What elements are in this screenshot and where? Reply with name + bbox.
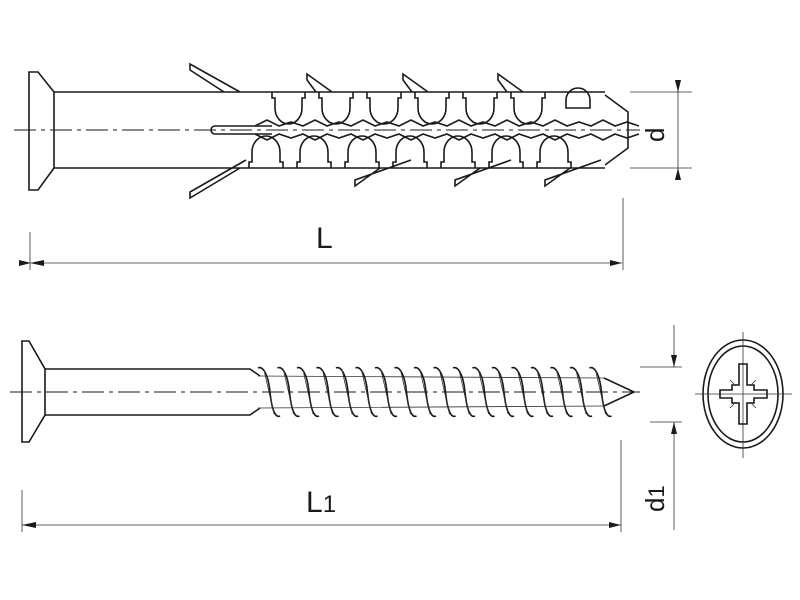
anchor-pocket-top: [414, 92, 450, 125]
anchor-barb-top: [402, 72, 429, 93]
screw-thread-turn: [550, 366, 573, 418]
anchor-barb-bottom: [354, 159, 412, 188]
screw-thread-turn: [277, 366, 300, 418]
screw-root-line: [257, 375, 605, 409]
screw-thread-turn: [472, 366, 495, 418]
screw-thread-flank: [575, 369, 587, 415]
screw-thread-flank: [419, 369, 431, 415]
screw-thread-flank: [283, 369, 294, 415]
screw-thread-turn: [433, 366, 456, 418]
screw-head-end-view: [695, 332, 792, 458]
screw-thread-flank: [497, 369, 509, 415]
screw-thread-turn: [413, 366, 437, 418]
screw-thread-flank: [263, 369, 275, 415]
screw-thread-turn: [511, 366, 534, 418]
anchor-pocket-top: [271, 92, 306, 125]
anchor-segments: [248, 87, 640, 169]
anchor-expansion-zigzag: [254, 133, 640, 141]
screw-thread-turn: [491, 366, 515, 418]
anchor-pocket-bottom: [392, 135, 428, 168]
screw-thread-turn: [394, 366, 417, 418]
anchor-pocket-top: [318, 92, 354, 125]
screw-thread-flank: [556, 369, 567, 415]
anchor-pocket-bottom: [344, 135, 380, 168]
anchor-sleeve: [54, 91, 272, 169]
dimension-L-label: L: [316, 222, 333, 255]
screw-thread: [257, 366, 612, 418]
screw: [10, 340, 640, 443]
anchor-pocket-top: [366, 92, 402, 125]
screw-thread-flank: [536, 369, 548, 415]
screw-thread-turn: [569, 366, 593, 418]
screw-thread-flank: [595, 369, 606, 415]
screw-thread-flank: [361, 369, 372, 415]
anchor-pocket-top: [462, 92, 498, 125]
anchor-pocket-bottom: [536, 135, 572, 168]
screw-thread-turn: [355, 366, 378, 418]
dimension-d: d: [630, 80, 692, 180]
screw-thread-turn: [257, 366, 281, 418]
anchor-barb-bottom: [454, 159, 512, 188]
screw-thread-turn: [374, 366, 398, 418]
screw-thread-flank: [478, 369, 489, 415]
dimension-L: L: [19, 198, 624, 270]
screw-thread-turn: [530, 366, 554, 418]
screw-thread-flank: [322, 369, 333, 415]
anchor-pocket-bottom: [248, 135, 284, 168]
dimension-d1-label: d1: [640, 485, 670, 512]
anchor-barb-bottom: [189, 159, 247, 200]
dimension-L1: L1: [21, 440, 622, 532]
screw-thread-turn: [452, 366, 476, 418]
anchor-pocket-top: [510, 92, 546, 125]
screw-thread-flank: [380, 369, 392, 415]
screw-thread-flank: [341, 369, 353, 415]
anchor-pocket-bottom: [296, 135, 332, 168]
anchor-collar: [28, 71, 55, 191]
anchor-pocket-bottom: [440, 135, 476, 168]
screw-thread-flank: [400, 369, 411, 415]
anchor-barb-bottom: [544, 159, 602, 188]
anchor-expansion-zigzag: [254, 119, 640, 127]
screw-thread-turn: [335, 366, 359, 418]
anchor-barb-top: [497, 72, 524, 93]
anchor-barb-top: [306, 72, 333, 93]
screw-point: [603, 377, 636, 407]
screw-thread-flank: [302, 369, 314, 415]
dimension-L1-label: L1: [306, 486, 336, 519]
screw-thread-turn: [316, 366, 339, 418]
anchor-tip: [604, 94, 629, 166]
screw-thread-flank: [439, 369, 450, 415]
anchor-barb-top: [189, 62, 241, 93]
pozidriv-cross-icon: [719, 363, 768, 425]
screw-thread-flank: [517, 369, 528, 415]
anchor-barbs: [189, 62, 602, 200]
screw-thread-turn: [589, 366, 612, 418]
frame-anchor-plug: [14, 62, 640, 200]
screw-thread-flank: [458, 369, 470, 415]
anchor-slot: [210, 125, 272, 135]
dimension-d1: d1: [640, 325, 682, 530]
screw-shank: [45, 368, 261, 416]
anchor-pocket-bottom: [488, 135, 524, 168]
screw-thread-turn: [296, 366, 320, 418]
anchor-pocket-top: [565, 87, 591, 109]
dimension-d-label: d: [640, 128, 670, 142]
